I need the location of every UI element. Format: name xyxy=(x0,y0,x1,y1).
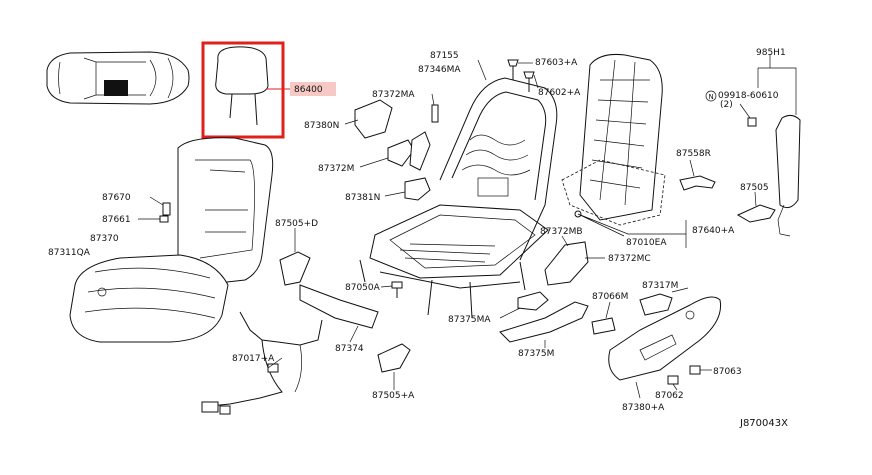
seat-cushion-cover xyxy=(69,254,229,343)
part-bracket xyxy=(409,131,431,171)
bolt-87602A xyxy=(523,71,535,92)
label-87380N: 87380N xyxy=(304,121,339,131)
svg-text:N: N xyxy=(709,93,714,101)
label-87374: 87374 xyxy=(335,344,364,354)
part-87380N xyxy=(354,99,393,139)
label-87317M: 87317M xyxy=(642,281,678,291)
label-86400: 86400 xyxy=(294,85,323,95)
highlight-box xyxy=(201,41,285,139)
label-87372M: 87372M xyxy=(318,164,354,174)
part-87380A xyxy=(608,296,722,381)
label-87505A: 87505+A xyxy=(372,391,415,401)
headrest-part xyxy=(215,46,269,126)
part-87381N xyxy=(404,177,431,201)
label-87311QA: 87311QA xyxy=(48,248,91,258)
seat-position-marker xyxy=(104,80,128,96)
seat-frame xyxy=(359,77,558,319)
label-87372MC: 87372MC xyxy=(608,254,651,264)
bolt-87050A xyxy=(391,281,403,298)
label-87370: 87370 xyxy=(90,234,119,244)
label-87372MB: 87372MB xyxy=(540,227,583,237)
label-87010EA: 87010EA xyxy=(626,238,667,248)
part-87063 xyxy=(689,365,701,375)
bolt-87603A xyxy=(507,59,519,80)
label-87558R: 87558R xyxy=(676,149,711,159)
part-87317M xyxy=(639,293,673,316)
part-87062 xyxy=(667,375,679,385)
label-87017A: 87017+A xyxy=(232,354,275,364)
part-87375M xyxy=(499,301,589,343)
label-87505D: 87505+D xyxy=(275,219,318,229)
label-87381N: 87381N xyxy=(345,193,380,203)
label-87640A: 87640+A xyxy=(692,226,735,236)
seat-back-pad xyxy=(579,54,663,221)
label-09918-qty: (2) xyxy=(720,100,733,110)
part-87505A xyxy=(377,343,411,373)
label-87505: 87505 xyxy=(740,183,769,193)
label-87066M: 87066M xyxy=(592,292,628,302)
label-87050A: 87050A xyxy=(345,283,381,293)
label-87670: 87670 xyxy=(102,193,131,203)
nut-symbol xyxy=(705,90,717,102)
part-87558R xyxy=(679,175,716,191)
part-87670 xyxy=(162,202,171,216)
label-87375M: 87375M xyxy=(518,349,554,359)
part-87375MA xyxy=(517,291,549,311)
label-985H1: 985H1 xyxy=(756,48,786,58)
back-board-outline xyxy=(561,159,666,226)
label-87602A: 87602+A xyxy=(538,88,581,98)
label-87063: 87063 xyxy=(713,367,742,377)
part-87066M xyxy=(591,317,616,335)
part-87374 xyxy=(299,284,379,329)
label-87380A: 87380+A xyxy=(622,403,665,413)
part-87372MA xyxy=(431,104,439,123)
part-87505 xyxy=(736,204,776,223)
part-87372MB xyxy=(544,241,589,286)
label-09918-60610: 09918-60610 xyxy=(718,91,779,101)
wire-harness xyxy=(201,311,323,415)
label-87603A: 87603+A xyxy=(535,58,578,68)
diagram-code: J870043X xyxy=(739,418,788,429)
highlight-label-bg xyxy=(290,82,336,96)
vehicle-locator-thumbnail xyxy=(46,51,190,105)
label-87661: 87661 xyxy=(102,215,131,225)
label-87346MA: 87346MA xyxy=(418,65,461,75)
part-87661 xyxy=(159,215,169,223)
part-87505D xyxy=(279,251,311,286)
label-87062: 87062 xyxy=(655,391,684,401)
label-87372MA: 87372MA xyxy=(372,90,415,100)
label-87155: 87155 xyxy=(430,51,459,61)
side-airbag-module xyxy=(775,114,801,237)
label-87375MA: 87375MA xyxy=(448,315,491,325)
